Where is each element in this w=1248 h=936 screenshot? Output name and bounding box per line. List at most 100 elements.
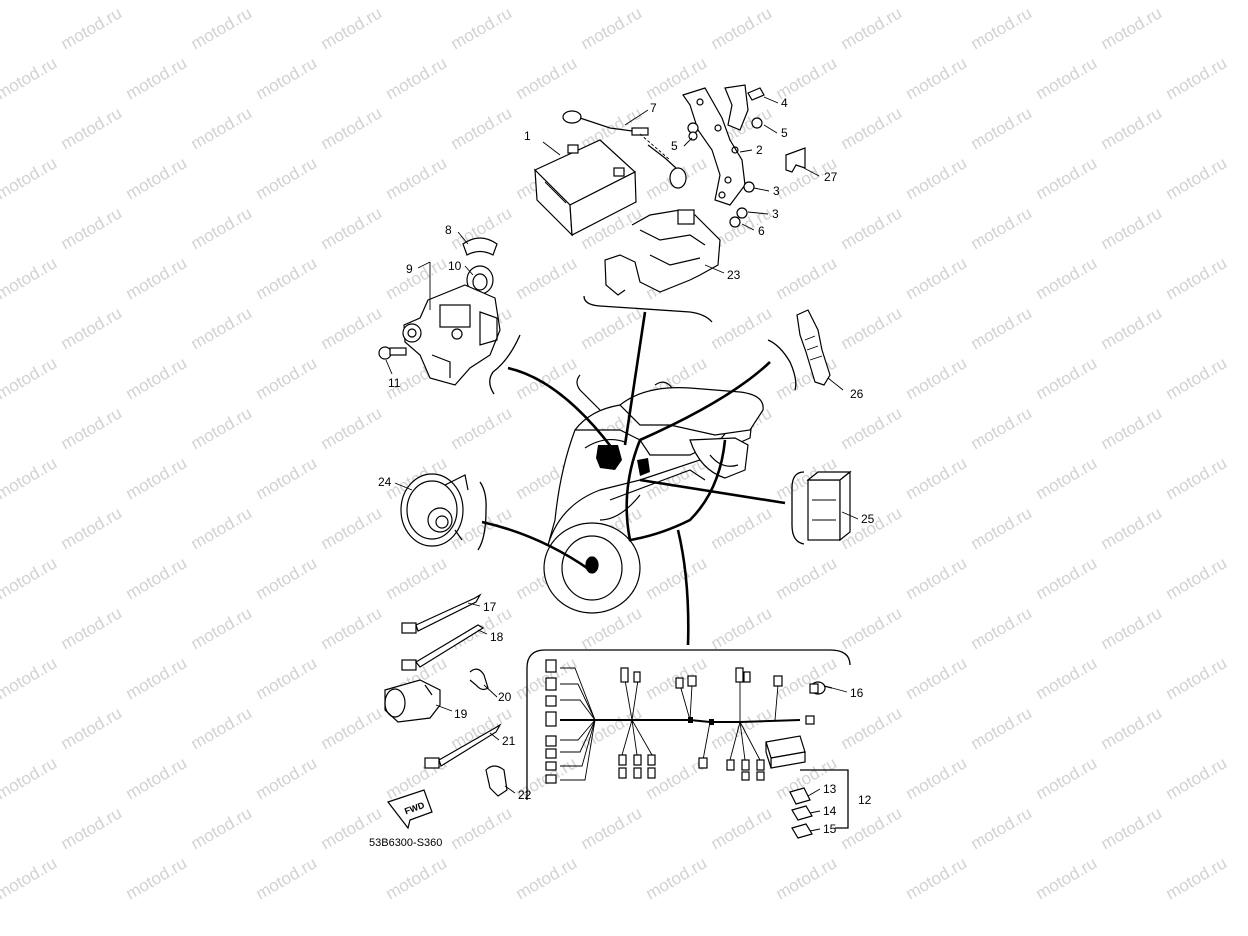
watermark-text: motod.ru [1033,0,1101,3]
watermark-text: motod.ru [253,0,321,3]
watermark-text: motod.ru [318,303,386,353]
battery-1 [533,139,637,237]
watermark-text: motod.ru [968,803,1036,853]
watermark-text: motod.ru [58,103,126,153]
cap-8 [462,237,498,256]
watermark-text: motod.ru [1098,103,1166,153]
watermark-text: motod.ru [123,53,191,103]
watermark-text: motod.ru [253,453,321,503]
callout-16: 16 [850,686,864,700]
callout-3b: 3 [772,207,779,221]
watermark-text: motod.ru [123,453,191,503]
callout-18: 18 [490,630,504,644]
bulb-16 [809,681,833,695]
watermark-text: motod.ru [1098,803,1166,853]
watermark-text: motod.ru [318,703,386,753]
watermark-text: motod.ru [968,103,1036,153]
battery-lead-7 [562,110,687,189]
watermark-text: motod.ru [643,553,711,603]
watermark-text: motod.ru [1033,853,1101,903]
watermark-text: motod.ru [513,853,581,903]
cable-tie-17 [401,593,482,634]
watermark-text: motod.ru [448,803,516,853]
watermark-text: motod.ru [1163,53,1231,103]
watermark-text: motod.ru [253,253,321,303]
watermark-text: motod.ru [188,803,256,853]
watermark-text: motod.ru [58,403,126,453]
watermark-text: motod.ru [253,553,321,603]
watermark-text: motod.ru [773,353,841,403]
watermark-text: motod.ru [383,53,451,103]
callout-21: 21 [502,734,516,748]
watermark-text: motod.ru [708,503,776,553]
bracket-2 [682,84,749,206]
watermark-text: motod.ru [773,853,841,903]
watermark-text: motod.ru [708,303,776,353]
watermark-text: motod.ru [773,253,841,303]
watermark-text: motod.ru [773,0,841,3]
watermark-text: motod.ru [903,853,971,903]
watermark-text: motod.ru [448,3,516,53]
watermark-text: motod.ru [318,103,386,153]
watermark-text: motod.ru [318,503,386,553]
watermark-text: motod.ru [708,803,776,853]
watermark-text: motod.ru [58,3,126,53]
watermark-text: motod.ru [903,353,971,403]
watermark-text: motod.ru [1163,453,1231,503]
watermark-text: motod.ru [318,3,386,53]
watermark-text: motod.ru [0,153,60,203]
callout-4: 4 [781,96,788,110]
watermark-text: motod.ru [968,503,1036,553]
group-bracket-right-top [767,339,797,391]
callout-10: 10 [448,259,462,273]
callout-3a: 3 [773,184,780,198]
callout-6: 6 [758,224,765,238]
watermark-text: motod.ru [1098,303,1166,353]
callout-13: 13 [823,782,837,796]
group-bracket-bottom [526,649,851,800]
watermark-text: motod.ru [1033,453,1101,503]
fuse-group-bracket [800,769,849,829]
fuses-13-14-15 [789,787,813,839]
watermark-text: motod.ru [1033,753,1101,803]
watermark-text: motod.ru [253,653,321,703]
callout-15: 15 [823,822,837,836]
watermark-text: motod.ru [1163,0,1231,3]
watermark-text: motod.ru [0,653,60,703]
callout-27: 27 [824,170,838,184]
watermark-text: motod.ru [58,303,126,353]
watermark-text: motod.ru [188,3,256,53]
callout-7: 7 [650,101,657,115]
watermark-text: motod.ru [253,853,321,903]
watermark-text: motod.ru [188,703,256,753]
watermark-text: motod.ru [1163,553,1231,603]
bolt-11 [378,346,407,360]
sensor-26 [796,309,831,386]
cable-tie-21 [424,723,502,769]
watermark-text: motod.ru [1098,203,1166,253]
watermark-text: motod.ru [123,753,191,803]
main-switch-9 [402,284,501,386]
watermark-text: motod.ru [1033,253,1101,303]
watermark-text: motod.ru [968,3,1036,53]
watermark-text: motod.ru [838,303,906,353]
watermark-text: motod.ru [383,853,451,903]
callout-25: 25 [861,512,875,526]
watermark-text: motod.ru [578,803,646,853]
scooter [543,374,764,614]
watermark-text: motod.ru [448,403,516,453]
callout-20: 20 [498,690,512,704]
leader-lines [385,96,859,832]
watermark-text: motod.ru [903,653,971,703]
watermark-text: motod.ru [838,103,906,153]
watermark-text: motod.ru [513,53,581,103]
watermark-text: motod.ru [1163,353,1231,403]
key-10 [466,265,494,295]
watermark-text: motod.ru [903,253,971,303]
callout-24: 24 [378,475,392,489]
watermark-text: motod.ru [253,153,321,203]
watermark-text: motod.ru [1163,153,1231,203]
watermark-text: motod.ru [1163,653,1231,703]
watermark-text: motod.ru [903,453,971,503]
